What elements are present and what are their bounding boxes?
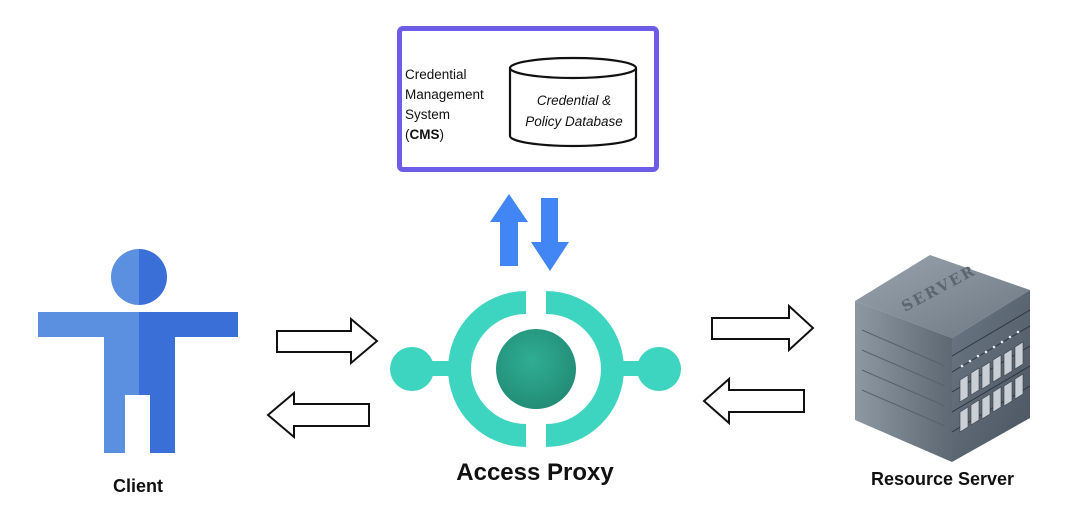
resource-server-label: Resource Server bbox=[870, 469, 1015, 489]
up-arrow-icon bbox=[490, 194, 528, 266]
client-label: Client bbox=[112, 476, 163, 496]
proxy-to-server-arrow-icon bbox=[711, 303, 815, 353]
cms-label-line2: Management bbox=[405, 87, 484, 102]
down-arrow-icon bbox=[531, 198, 569, 271]
cms-abbreviation: CMS bbox=[409, 127, 440, 142]
client-to-proxy-arrow-icon bbox=[276, 316, 379, 366]
database-label-line2: Policy Database bbox=[525, 114, 623, 129]
proxy-to-client-arrow-icon bbox=[266, 390, 370, 440]
cms-label-line3: System bbox=[405, 107, 451, 122]
access-proxy-label: Access Proxy bbox=[456, 459, 614, 486]
cms-box bbox=[397, 26, 659, 172]
cms-label-line1: Credential bbox=[405, 67, 467, 82]
cms-label-line4: (CMS) bbox=[405, 127, 444, 142]
server-to-proxy-arrow-icon bbox=[702, 376, 805, 426]
database-label: Credential & Policy Database bbox=[512, 90, 636, 132]
cms-label: Credential Management System (CMS) bbox=[405, 65, 484, 145]
database-label-line1: Credential & bbox=[536, 93, 612, 108]
